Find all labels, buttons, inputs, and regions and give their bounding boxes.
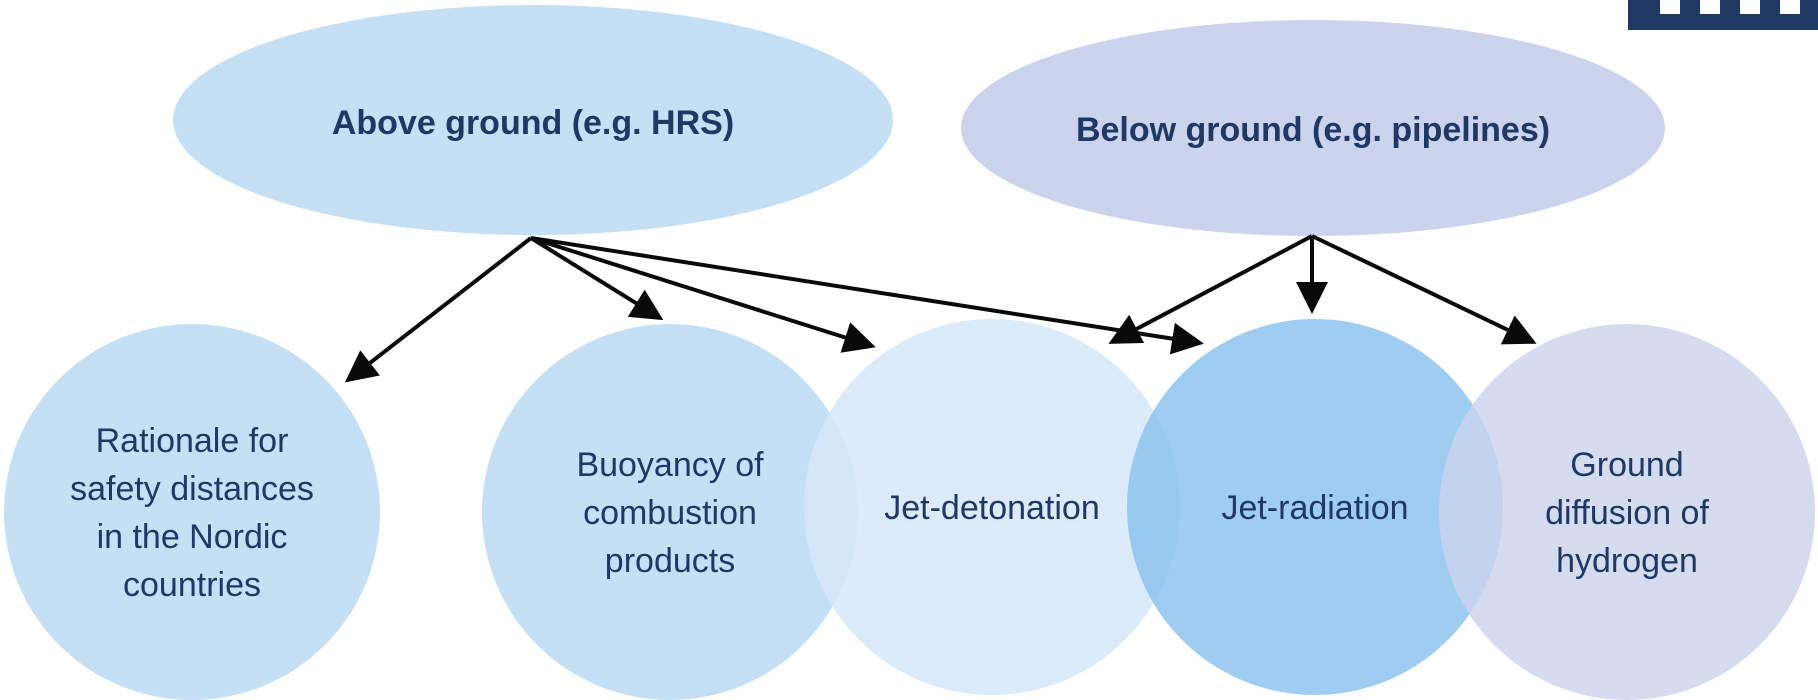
parent-label-above-ground: Above ground (e.g. HRS)	[332, 104, 734, 142]
topic-label-line: in the Nordic	[97, 518, 288, 556]
arrow-above-to-radiation	[530, 236, 1204, 355]
topic-circle-radiation	[1127, 319, 1503, 695]
topic-circle-diffusion	[1439, 324, 1815, 700]
topic-label-detonation: Jet-detonation	[884, 489, 1100, 527]
topic-circle-detonation	[804, 319, 1180, 695]
topic-label-line: diffusion of	[1545, 494, 1709, 532]
arrow-above-to-rationale	[344, 236, 533, 383]
parent-node-above-ground: Above ground (e.g. HRS)	[173, 5, 893, 235]
topic-label-radiation: Jet-radiation	[1221, 489, 1408, 527]
topic-label-line: hydrogen	[1556, 542, 1698, 580]
topic-labels: Rationale for safety distances in the Nord…	[70, 422, 1709, 604]
topic-label-buoyancy: Buoyancy of combustion products	[576, 446, 764, 580]
topic-label-line: products	[605, 542, 735, 580]
topic-label-line: Jet-radiation	[1221, 489, 1408, 527]
topic-circles	[4, 319, 1815, 700]
arrow-above-to-detonation	[530, 236, 876, 353]
arrow-below-to-diffusion	[1311, 234, 1537, 345]
topic-circle-buoyancy	[482, 324, 858, 700]
topic-label-line: Buoyancy of	[576, 446, 764, 484]
topic-label-line: safety distances	[70, 470, 314, 508]
parent-node-below-ground: Below ground (e.g. pipelines)	[961, 20, 1665, 236]
arrow-above-to-buoyancy	[529, 236, 664, 321]
topic-label-line: Rationale for	[96, 422, 289, 460]
logo-icon	[1628, 0, 1818, 30]
topic-label-line: countries	[123, 566, 261, 604]
topic-label-line: combustion	[583, 494, 757, 532]
arrows	[344, 234, 1537, 383]
topic-label-line: Jet-detonation	[884, 489, 1100, 527]
arrow-below-to-detonation	[1108, 234, 1313, 344]
topic-label-diffusion: Ground diffusion of hydrogen	[1545, 446, 1709, 580]
topic-circle-rationale	[4, 324, 380, 700]
topic-label-line: Ground	[1570, 446, 1683, 484]
topic-label-rationale: Rationale for safety distances in the Nord…	[70, 422, 314, 604]
parent-label-below-ground: Below ground (e.g. pipelines)	[1076, 111, 1550, 149]
